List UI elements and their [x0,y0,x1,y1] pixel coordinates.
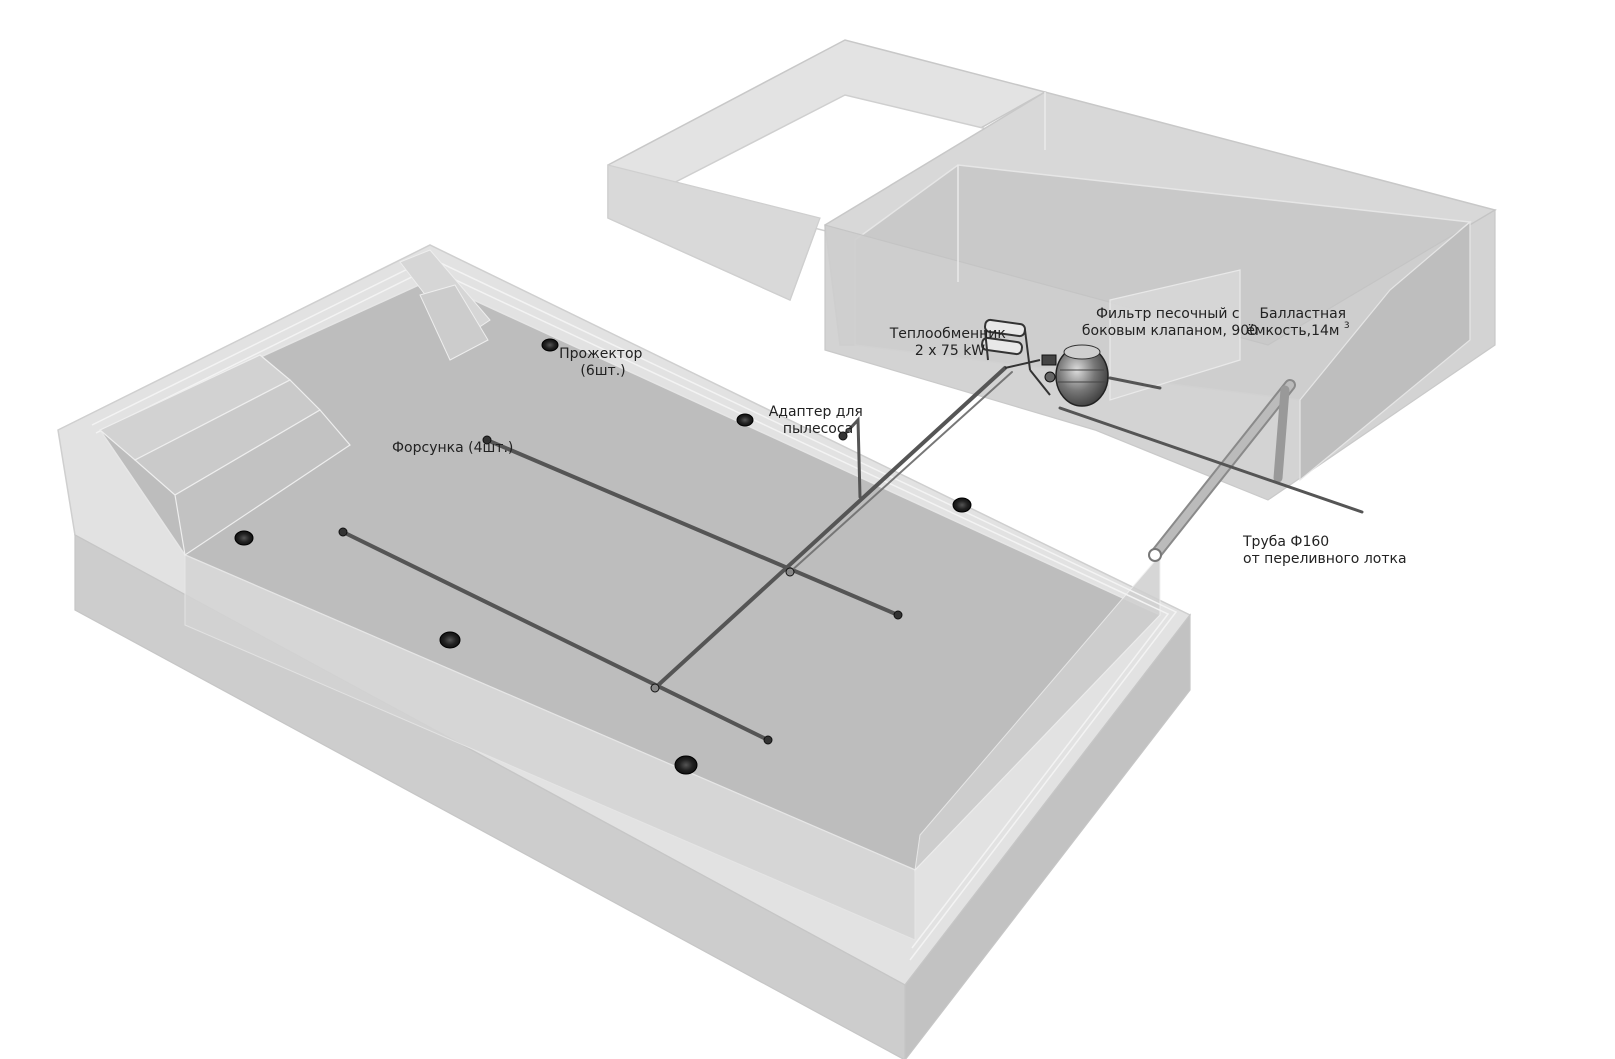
label-nozzle-text: Форсунка (4шт.) [392,440,513,456]
pool-lights [234,338,972,775]
tee-fitting [785,567,795,577]
pool-inner-front-wall [184,554,916,941]
sand-filter-icon [1041,344,1109,407]
pipe-fittings [338,431,903,745]
label-heat-exchanger: Теплообменник 2 x 75 kW [889,326,1011,359]
ballast-outlet-pipe [1058,406,1364,514]
vacuum-adapter-pipe [841,416,862,499]
label-projector-line1: Прожектор [559,346,642,362]
label-vacuum-line2: пылесоса [783,421,853,437]
label-heat-exchanger-line2: 2 x 75 kW [915,343,985,359]
label-pipe: Труба Ф160 от переливного лотка [1242,534,1407,567]
label-vacuum-adapter: Адаптер для пылесоса [769,404,868,437]
pool-right-wall [904,613,1191,1059]
nozzle-fitting [763,735,773,745]
label-ballast-sup: 3 [1344,321,1350,331]
label-heat-exchanger-line1: Теплообменник [889,326,1006,342]
light-icon [439,631,461,649]
nozzle-fitting [893,610,903,620]
nozzle-fitting [338,527,348,537]
vacuum-adapter-fitting [838,431,848,441]
light-icon [674,755,698,775]
label-projector: Прожектор (6шт.) [559,346,647,379]
pool-steps [98,249,491,557]
heat-exchanger-icon [981,318,1051,396]
nozzle-fitting [482,435,492,445]
nozzle-line-lower [341,530,770,742]
equipment [981,318,1162,562]
tech-block-partition [1109,269,1241,401]
light-icon [736,413,754,427]
label-sand-filter-line2: боковым клапаном, 900 [1082,323,1258,339]
label-sand-filter-line1: Фильтр песочный с [1096,306,1240,322]
ballast-tank-volume [1299,220,1471,482]
nozzle-line-upper [485,438,900,617]
light-icon [234,530,254,546]
light-icon [952,497,972,513]
label-nozzle: Форсунка (4шт.) [392,440,513,456]
main-supply-pipe-2 [789,371,1013,573]
label-vacuum-line1: Адаптер для [769,404,863,420]
piping [341,366,1364,742]
pool-basin [57,244,1192,1059]
label-pipe-line2: от переливного лотка [1243,551,1407,567]
labels: Прожектор (6шт.) Форсунка (4шт.) Адаптер… [392,306,1407,567]
label-ballast-line2: ёмкость,14м [1246,323,1339,339]
label-ballast-tank: Балластная ёмкость,14м 3 [1246,306,1350,339]
overflow-pipe-vertical [1273,385,1290,483]
main-supply-pipe [653,366,1007,690]
label-projector-line2: (6шт.) [580,363,625,379]
tech-block-left-front [607,164,821,301]
label-pipe-line1: Труба Ф160 [1242,534,1329,550]
overflow-pipe-end [1148,548,1162,562]
tee-fitting [650,683,660,693]
light-icon [541,338,559,352]
label-ballast-line1: Балластная [1259,306,1346,322]
label-sand-filter: Фильтр песочный с боковым клапаном, 900 [1082,306,1258,339]
technical-block [607,39,1497,501]
